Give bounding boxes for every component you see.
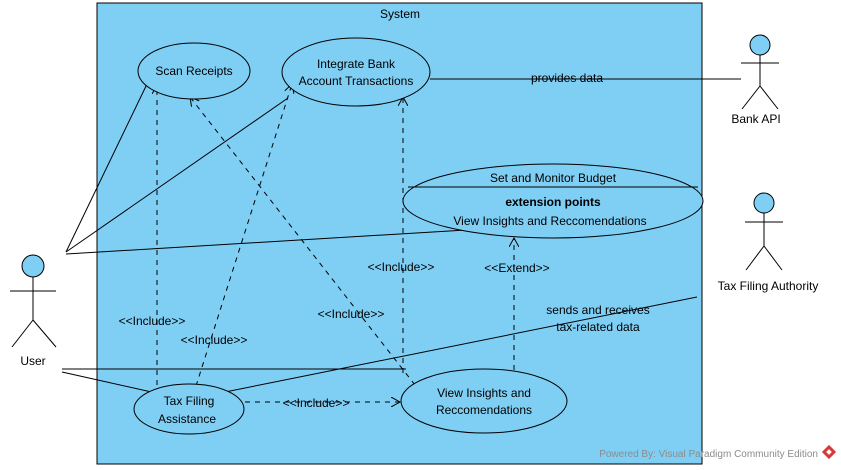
include-view-to-scan bbox=[190, 97, 416, 386]
actor-bank-api[interactable] bbox=[741, 34, 779, 110]
assoc-user-tax-filing bbox=[61, 371, 157, 394]
associations bbox=[61, 78, 741, 394]
use-case-scan-receipts[interactable]: Scan Receipts bbox=[137, 42, 251, 100]
bank-api-head bbox=[749, 34, 771, 56]
actor-tax-authority-label: Tax Filing Authority bbox=[718, 279, 819, 293]
system-label: System bbox=[380, 7, 420, 21]
include-label-scan: <<Include>> bbox=[119, 314, 186, 328]
visual-paradigm-logo-icon bbox=[821, 444, 837, 460]
extend-label: <<Extend>> bbox=[484, 261, 549, 275]
actor-bank-api-label: Bank API bbox=[731, 112, 780, 126]
actor-user[interactable] bbox=[10, 254, 57, 348]
set-budget-title: Set and Monitor Budget bbox=[490, 171, 617, 185]
use-case-tax-filing[interactable]: Tax Filing Assistance bbox=[133, 383, 245, 435]
actor-user-label: User bbox=[20, 354, 45, 368]
include-label-view-scan: <<Include>> bbox=[318, 307, 385, 321]
use-case-set-budget[interactable]: Set and Monitor Budget extension points … bbox=[402, 163, 704, 239]
integrate-bank-label-line2: Account Transactions bbox=[299, 74, 414, 88]
dependencies bbox=[157, 84, 514, 402]
sends-receives-label-line1: sends and receives bbox=[546, 303, 649, 317]
actor-tax-filing-authority[interactable] bbox=[745, 192, 783, 271]
user-head bbox=[21, 254, 45, 278]
include-label-view-integrate: <<Include>> bbox=[368, 260, 435, 274]
tax-authority-head bbox=[753, 192, 775, 214]
integrate-bank-label-line1: Integrate Bank bbox=[317, 57, 396, 71]
assoc-tax-filing-authority bbox=[219, 296, 698, 394]
view-insights-label-line1: View Insights and bbox=[437, 386, 531, 400]
use-case-integrate-bank[interactable]: Integrate Bank Account Transactions bbox=[281, 37, 431, 107]
assoc-user-scan-receipts bbox=[65, 83, 148, 253]
assoc-user-set-budget bbox=[65, 229, 467, 255]
set-budget-extension-header: extension points bbox=[505, 195, 601, 209]
include-tax-to-integrate bbox=[195, 84, 292, 387]
include-label-integrate: <<Include>> bbox=[181, 333, 248, 347]
view-insights-label-line2: Reccomendations bbox=[436, 403, 532, 417]
tax-filing-label-line1: Tax Filing bbox=[164, 394, 215, 408]
scan-receipts-label: Scan Receipts bbox=[155, 64, 232, 78]
include-label-tax-view: <<Include>> bbox=[283, 396, 350, 410]
tax-filing-label-line2: Assistance bbox=[158, 412, 216, 426]
powered-by-footer: Powered By: Visual Paradigm Community Ed… bbox=[599, 449, 818, 460]
provides-data-label: provides data bbox=[531, 71, 603, 85]
assoc-user-integrate-bank bbox=[65, 97, 289, 253]
sends-receives-label-line2: tax-related data bbox=[556, 320, 640, 334]
set-budget-extension-point: View Insights and Reccomendations bbox=[453, 214, 646, 228]
use-case-view-insights[interactable]: View Insights and Reccomendations bbox=[400, 368, 568, 434]
